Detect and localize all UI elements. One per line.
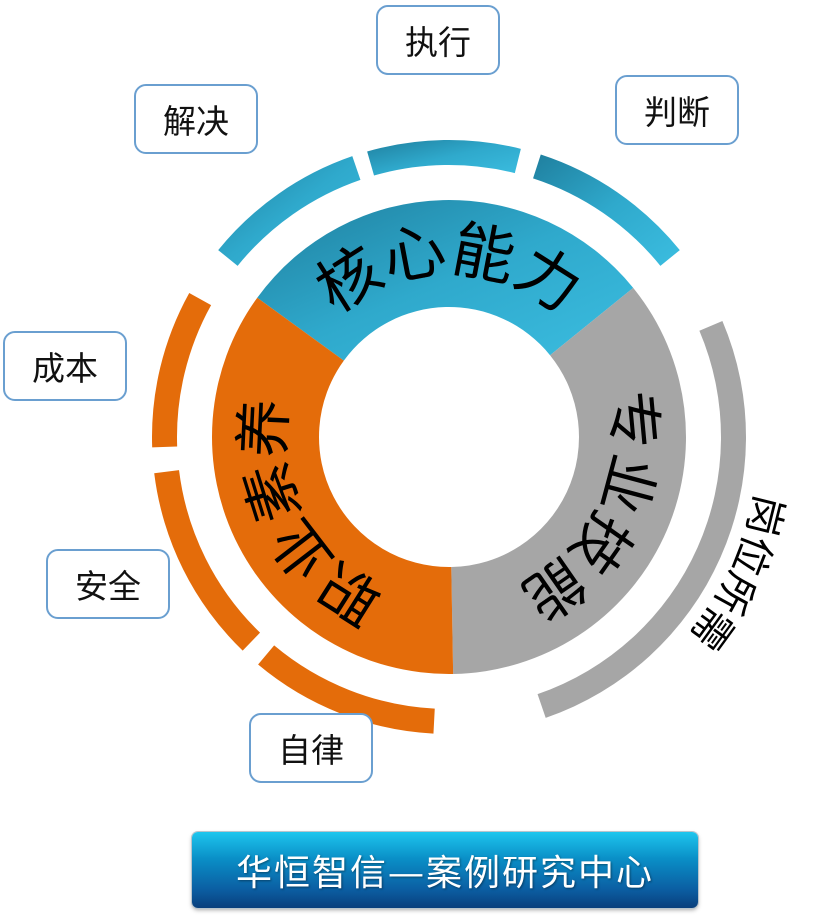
label-box-solve: 解决	[134, 84, 258, 154]
label-box-execute: 执行	[376, 5, 500, 75]
label-box-safety: 安全	[46, 549, 170, 619]
outer-arc-segment	[537, 320, 746, 718]
outer-arc-segment	[258, 645, 435, 734]
ring-segment-core	[257, 199, 634, 361]
label-box-cost: 成本	[3, 331, 127, 401]
outer-arc-segment	[218, 156, 361, 266]
outer-arc-segment	[533, 154, 680, 266]
ring-segment-skill	[451, 287, 686, 674]
label-box-judge: 判断	[615, 75, 739, 145]
label-box-discipline: 自律	[249, 713, 373, 783]
outer-arc-segment	[367, 140, 521, 176]
outer-arc-segment	[154, 470, 261, 651]
footer-banner: 华恒智信—案例研究中心	[192, 832, 698, 908]
ring-segment-quality	[211, 297, 454, 675]
outer-arc-segment	[152, 293, 212, 448]
